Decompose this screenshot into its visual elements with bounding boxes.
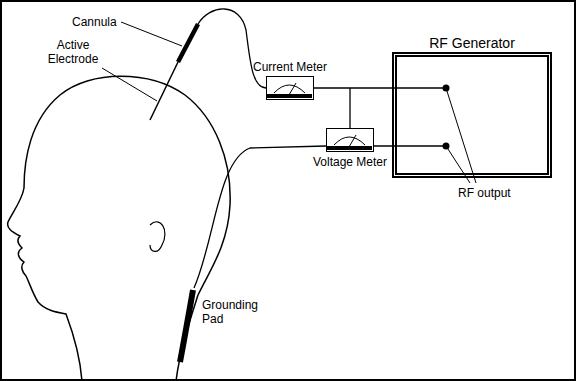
active-electrode bbox=[150, 62, 178, 120]
node-label: Voltage Meter bbox=[308, 155, 392, 169]
meter-dial bbox=[267, 77, 312, 98]
dial-scale bbox=[274, 85, 305, 93]
meter-lead bbox=[349, 88, 350, 128]
generator: RF Generator bbox=[392, 34, 552, 178]
node-label: Current Meter bbox=[248, 60, 332, 74]
generator-box bbox=[392, 52, 552, 178]
dial-needle bbox=[289, 83, 296, 95]
meter-dial bbox=[327, 129, 372, 150]
internal-wire bbox=[392, 87, 446, 88]
meter-symbol bbox=[326, 128, 374, 152]
leader-line bbox=[102, 68, 157, 101]
meter-base bbox=[327, 146, 372, 150]
return-wire bbox=[194, 146, 326, 288]
meter: Current Meter bbox=[248, 60, 332, 100]
part-label: RF output bbox=[458, 186, 511, 200]
head-outline bbox=[8, 76, 231, 381]
part-label: Active Electrode bbox=[42, 38, 104, 66]
electrode-cable bbox=[198, 9, 266, 88]
ear bbox=[150, 222, 165, 252]
meter-base bbox=[267, 94, 312, 98]
grounding-pad bbox=[180, 290, 193, 362]
wire bbox=[314, 87, 392, 88]
node-label: RF Generator bbox=[392, 34, 552, 52]
meter-symbol bbox=[266, 76, 314, 100]
leader-line bbox=[121, 22, 182, 46]
part-label: Grounding Pad bbox=[202, 298, 268, 326]
dial-scale bbox=[334, 137, 365, 145]
cannula bbox=[178, 24, 198, 62]
dial-needle bbox=[349, 135, 356, 147]
meter: Voltage Meter bbox=[308, 128, 392, 169]
part-label: Cannula bbox=[72, 15, 117, 29]
return-wire bbox=[374, 145, 446, 146]
leader-line bbox=[446, 88, 476, 183]
